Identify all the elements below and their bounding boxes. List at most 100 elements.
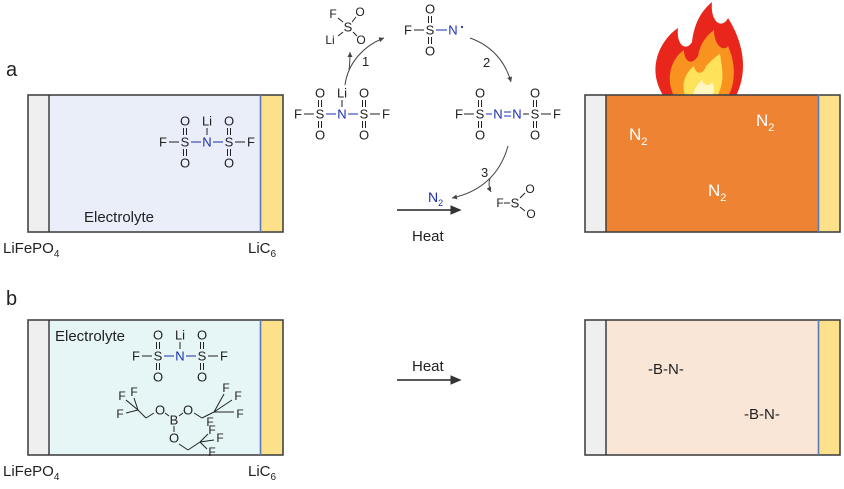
atom-label-f: F: [208, 445, 215, 459]
burning-electrolyte-region: [606, 95, 819, 232]
bond: [187, 441, 201, 451]
heat-label: Heat: [412, 358, 445, 375]
bond: [213, 399, 233, 413]
atom-label-b: B: [170, 413, 179, 428]
atom-label-f: F: [132, 349, 140, 364]
bond: [178, 412, 184, 417]
cathode-layer: [28, 320, 49, 455]
atom-label-s: S: [181, 135, 190, 150]
bond: [337, 31, 344, 37]
anode-label-b: LiC6: [248, 463, 277, 483]
atom-label-o: O: [224, 114, 234, 129]
atom-label-o: O: [197, 370, 207, 385]
anode-layer: [819, 95, 840, 232]
atom-label-o: O: [224, 156, 234, 171]
atom-label-o: O: [183, 403, 193, 418]
atom-label-f: F: [116, 407, 123, 421]
atom-label-f: F: [294, 107, 302, 122]
atom-label-f: F: [234, 389, 241, 403]
bond: [519, 192, 526, 199]
cell-a-thermal-runaway: N2 N2 N2: [584, 94, 841, 233]
atom-label-o: O: [530, 86, 540, 101]
bond: [199, 439, 215, 443]
atom-label-o: O: [359, 86, 369, 101]
cathode-layer: [585, 95, 606, 232]
atom-label-f: F: [118, 389, 125, 403]
atom-label-s: S: [511, 196, 520, 211]
atom-label-f: F: [382, 107, 390, 122]
atom-label-n: N: [202, 135, 211, 150]
atom-label-o: O: [475, 128, 485, 143]
n2-gas-label: N2: [708, 181, 726, 204]
atom-label-n: N: [175, 349, 184, 364]
atom-label-s: S: [531, 107, 540, 122]
atom-label-o: O: [155, 403, 165, 418]
atom-label-li: Li: [202, 114, 212, 129]
atom-label-f: F: [220, 349, 228, 364]
atom-label-f: F: [206, 415, 213, 429]
cathode-label-b: LiFePO4: [3, 463, 60, 483]
atom-label-s: S: [360, 107, 369, 122]
atom-label-s: S: [225, 135, 234, 150]
atom-label-f: F: [329, 7, 336, 21]
bond: [125, 409, 139, 414]
atom-label-f: F: [222, 381, 229, 395]
atom-label-f: F: [130, 385, 137, 399]
atom-label-o: O: [356, 33, 365, 47]
step-number-1: 1: [362, 54, 369, 69]
atom-label-f: F: [404, 23, 412, 38]
cathode-label-a: LiFePO4: [3, 240, 60, 260]
atom-label-o: O: [475, 86, 485, 101]
cathode-layer: [585, 320, 606, 455]
atom-label-li: Li: [325, 33, 334, 47]
radical-dot: [460, 25, 464, 29]
atom-label-s: S: [154, 349, 163, 364]
fluorosulfonyl-radical: SF OO: [496, 182, 535, 221]
atom-label-o: O: [197, 328, 207, 343]
atom-label-f: F: [496, 196, 503, 210]
atom-label-n: N: [448, 23, 457, 38]
atom-label-o: O: [153, 370, 163, 385]
atom-label-o: O: [425, 2, 435, 17]
atom-label-o: O: [526, 207, 535, 221]
atom-label-s: S: [426, 23, 435, 38]
bond: [133, 397, 139, 411]
bond: [178, 443, 189, 451]
atom-label-f: F: [553, 107, 561, 122]
anode-layer: [261, 95, 283, 232]
panel-label-a: a: [6, 59, 18, 81]
atom-label-o: O: [355, 5, 364, 19]
atom-label-o: O: [180, 156, 190, 171]
bond: [137, 409, 147, 419]
panel-label-b: b: [6, 288, 17, 310]
atom-label-o: O: [525, 182, 534, 196]
atom-label-o: O: [169, 431, 179, 446]
bond: [125, 399, 139, 411]
bond: [337, 17, 344, 23]
bond: [164, 412, 170, 417]
bond: [213, 393, 225, 413]
atom-label-f: F: [247, 135, 255, 150]
bond: [352, 31, 358, 37]
atom-label-n: N: [337, 107, 346, 122]
electrolyte-region: [49, 95, 261, 232]
n2-product-label: N2: [428, 189, 443, 208]
atom-label-s: S: [198, 349, 207, 364]
atom-label-li: Li: [337, 86, 347, 101]
electrolyte-label: Electrolyte: [84, 209, 154, 226]
atom-label-f: F: [208, 423, 215, 437]
cathode-layer: [28, 95, 49, 232]
atom-label-s: S: [476, 107, 485, 122]
bond: [199, 441, 208, 450]
flame-icon: [655, 2, 744, 98]
anode-layer: [261, 320, 283, 455]
